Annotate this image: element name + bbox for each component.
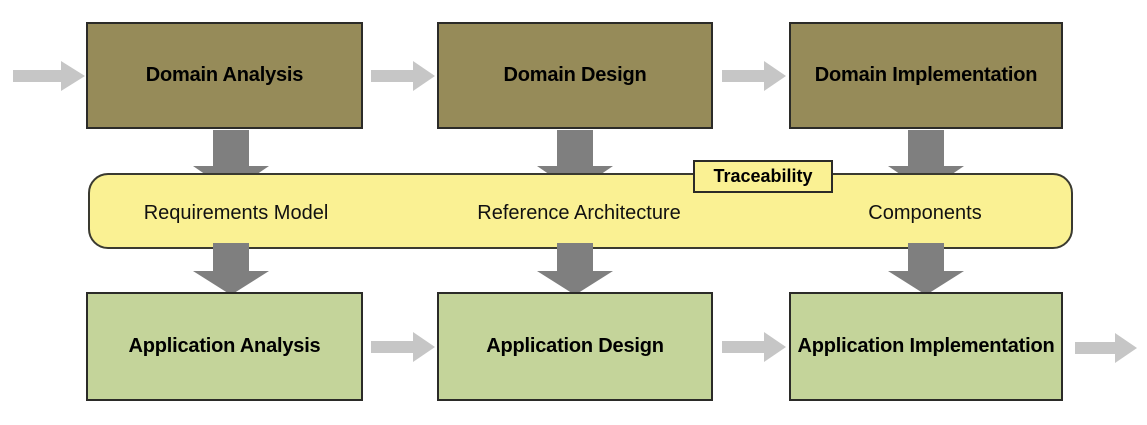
box-domain-analysis[interactable]: Domain Analysis	[86, 22, 363, 129]
box-application-design[interactable]: Application Design	[437, 292, 713, 401]
traceability-band	[88, 173, 1073, 249]
box-application-implementation[interactable]: Application Implementation	[789, 292, 1063, 401]
arrow-requirements-model-to-application-analysis	[193, 243, 269, 295]
arrow-reference-architecture-to-application-design	[537, 243, 613, 295]
traceability-tag-label: Traceability	[713, 166, 813, 186]
box-domain-design-label: Domain Design	[503, 63, 647, 86]
arrow-external-input-to-domain-analysis	[13, 61, 85, 91]
artifact-label-reference-architecture: Reference Architecture	[477, 202, 680, 225]
traceability-tag[interactable]: Traceability	[693, 160, 833, 193]
artifact-label-requirements-model: Requirements Model	[144, 202, 329, 225]
box-application-design-label: Application Design	[486, 334, 664, 357]
artifact-requirements-model-text: Requirements Model	[143, 202, 329, 224]
arrow-domain-design-to-domain-implementation	[722, 61, 786, 91]
artifact-components-text: Components	[868, 202, 982, 224]
arrow-domain-analysis-to-domain-design	[371, 61, 435, 91]
arrow-application-design-to-application-implementation	[722, 332, 786, 362]
box-domain-implementation-label: Domain Implementation	[814, 63, 1038, 86]
box-domain-implementation[interactable]: Domain Implementation	[789, 22, 1063, 129]
arrow-components-to-application-implementation	[888, 243, 964, 295]
arrow-application-analysis-to-application-design	[371, 332, 435, 362]
arrow-application-implementation-to-external-output	[1075, 333, 1137, 363]
box-domain-analysis-label: Domain Analysis	[145, 63, 304, 86]
artifact-reference-architecture-text: Reference Architecture	[477, 202, 681, 224]
box-application-analysis[interactable]: Application Analysis	[86, 292, 363, 401]
artifact-label-components: Components	[868, 202, 981, 225]
box-domain-design[interactable]: Domain Design	[437, 22, 713, 129]
box-application-analysis-label: Application Analysis	[128, 334, 321, 357]
box-application-implementation-label: Application Implementation	[797, 334, 1055, 357]
